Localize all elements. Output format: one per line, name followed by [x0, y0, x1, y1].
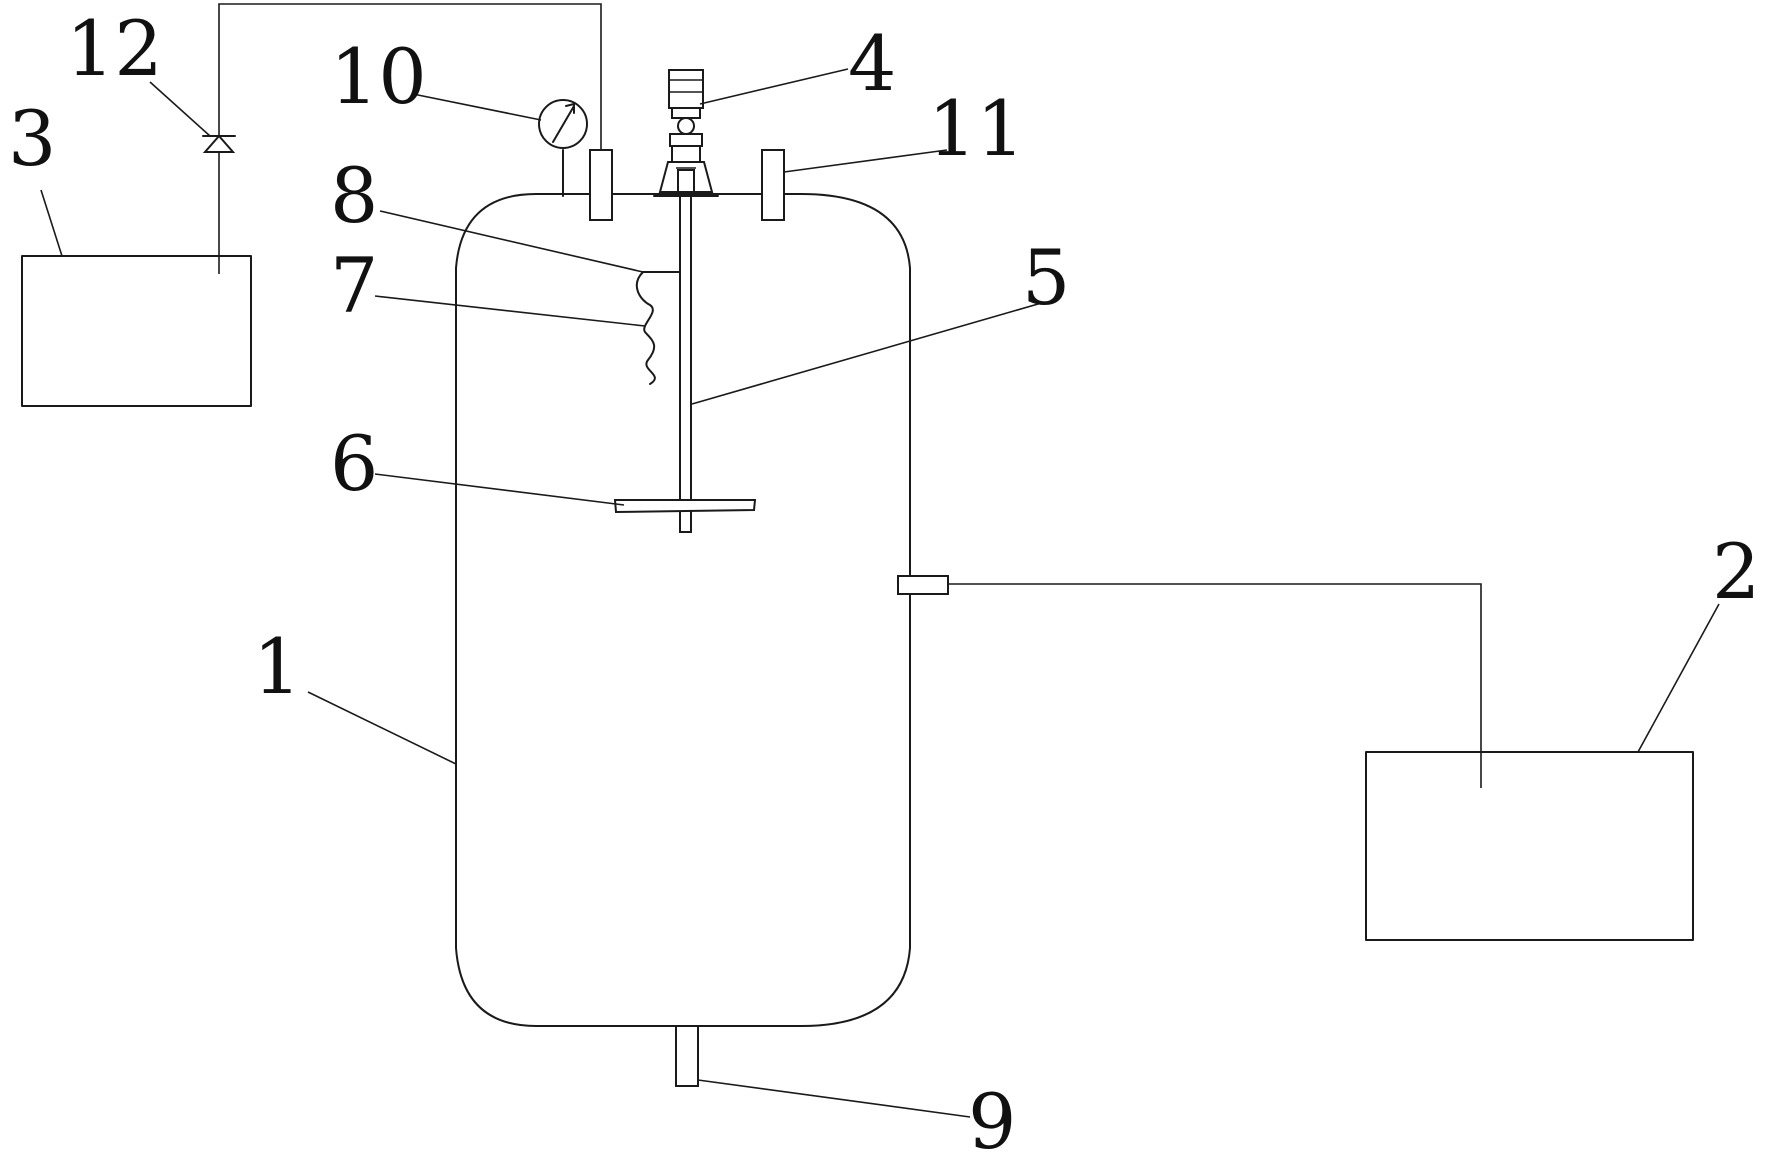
- impeller-blade: [613, 499, 757, 514]
- label-12: 12: [66, 4, 163, 93]
- label-4: 4: [848, 19, 896, 108]
- heating-coil: [635, 271, 656, 385]
- label-3: 3: [8, 94, 56, 183]
- check-valve: [202, 134, 236, 153]
- agitator-shaft: [679, 195, 692, 533]
- tank-vessel: [455, 193, 911, 1027]
- label-10: 10: [330, 32, 427, 121]
- bottom-outlet: [675, 1025, 699, 1087]
- side-nozzle: [897, 575, 949, 595]
- right-box: [1365, 751, 1694, 941]
- motor-assembly: [653, 69, 719, 197]
- label-8: 8: [330, 151, 378, 240]
- label-11: 11: [928, 84, 1025, 173]
- inlet-nozzle: [589, 149, 613, 221]
- port-nozzle: [761, 149, 785, 221]
- pressure-gauge: [538, 99, 588, 197]
- label-5: 5: [1022, 233, 1070, 322]
- label-7: 7: [330, 241, 378, 330]
- label-6: 6: [330, 419, 378, 508]
- leader-lines: [40, 68, 1720, 1118]
- label-9: 9: [968, 1077, 1016, 1159]
- label-2: 2: [1712, 527, 1760, 616]
- return-pipe: [948, 583, 1482, 788]
- label-1: 1: [253, 622, 301, 711]
- left-box: [21, 255, 252, 407]
